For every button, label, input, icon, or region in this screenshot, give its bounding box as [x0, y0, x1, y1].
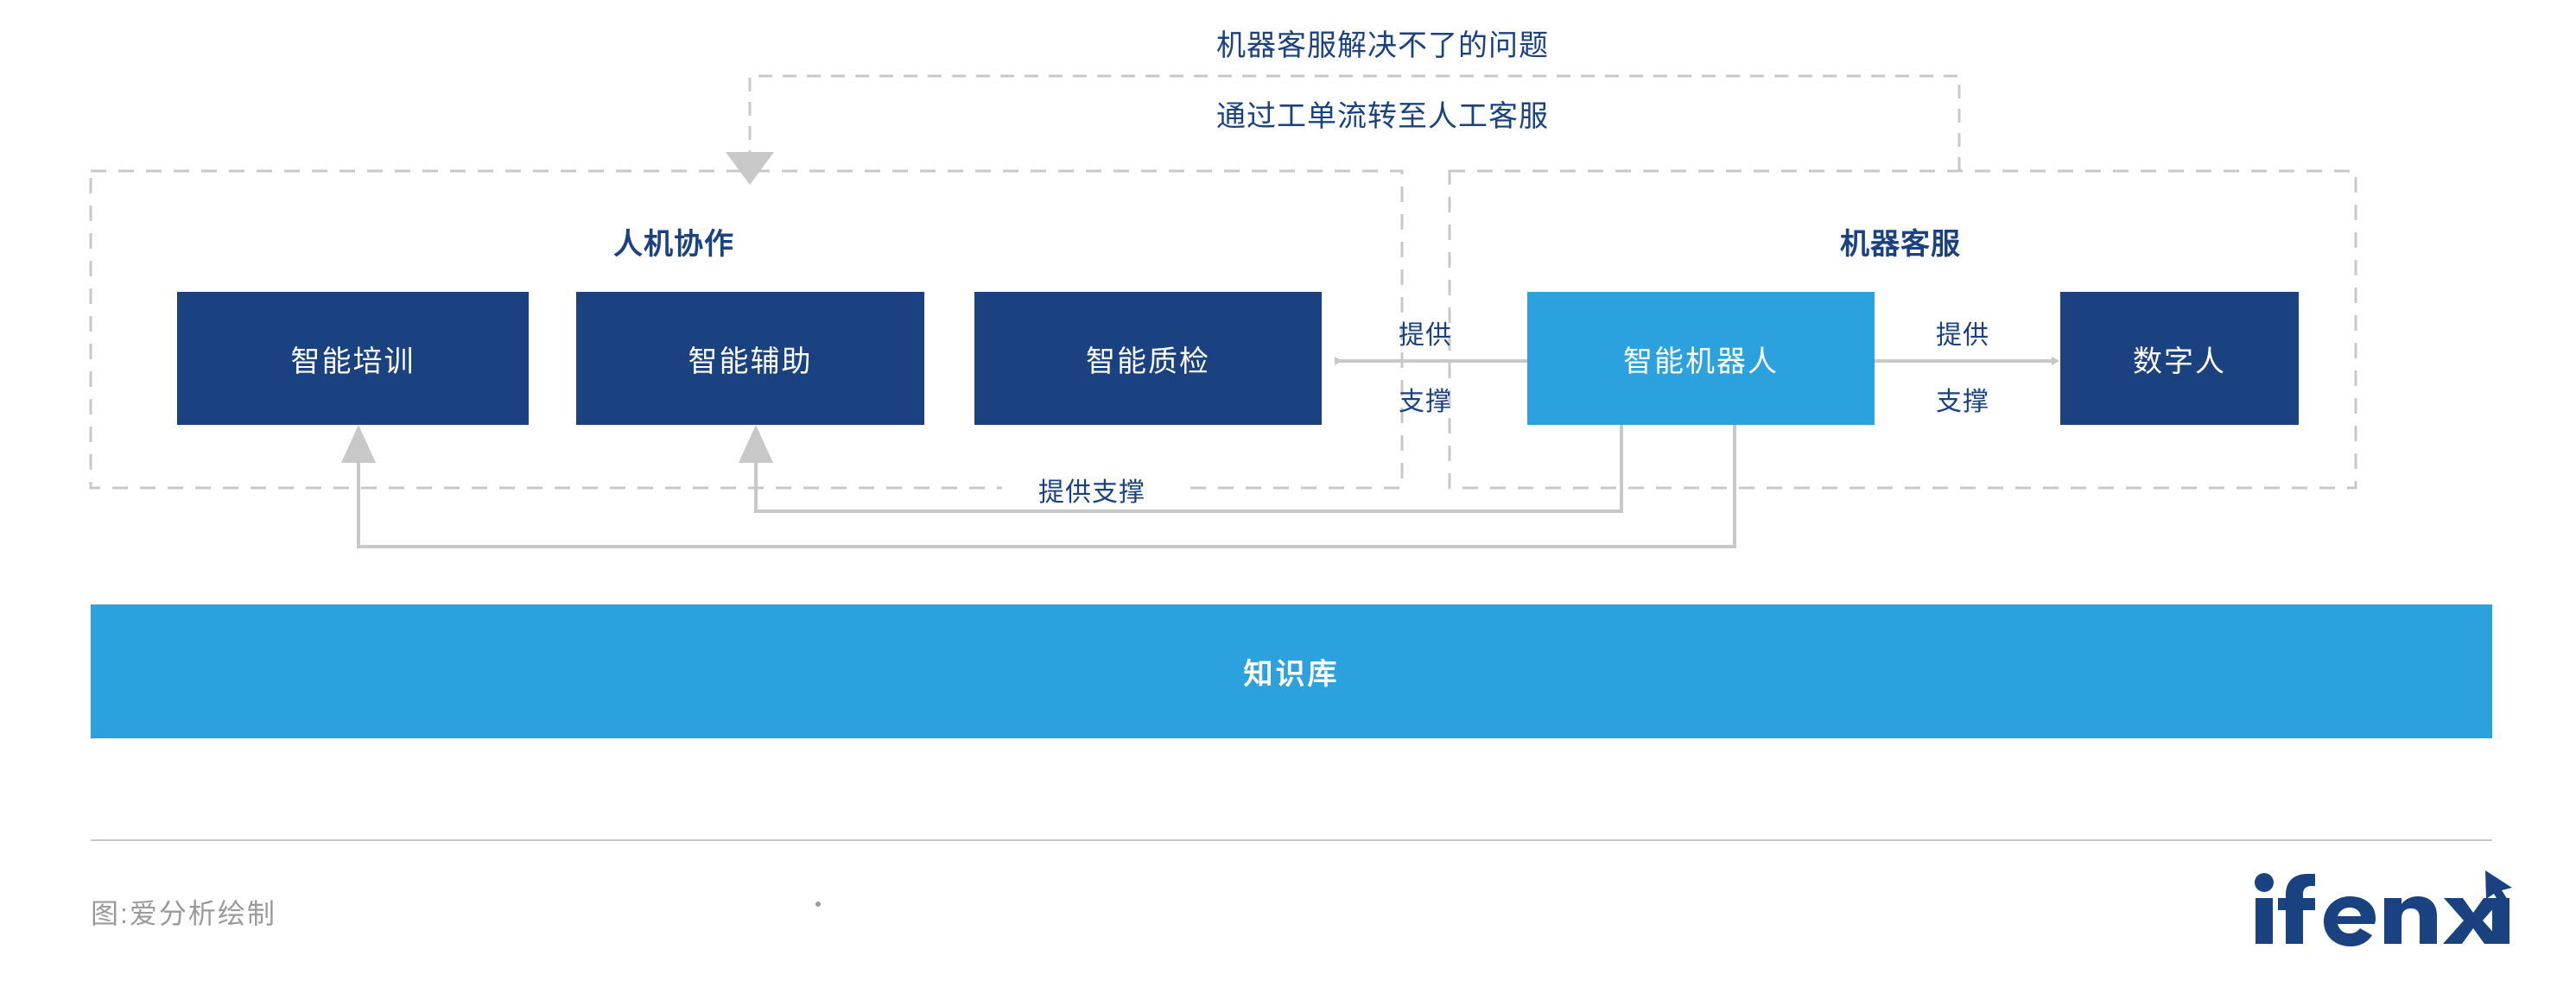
node-digital-human[interactable]: 数字人: [2060, 292, 2299, 425]
escalation-note-line-1: 机器客服解决不了的问题: [1216, 29, 1549, 62]
node-label: 智能培训: [290, 345, 416, 378]
ifenxi-logo: [2253, 870, 2512, 948]
knowledge-base-bar[interactable]: 知识库: [91, 604, 2492, 738]
node-label: 智能质检: [1086, 345, 1210, 378]
node-label: 数字人: [2133, 345, 2226, 378]
edge-label-left-support: 支撑: [1399, 388, 1452, 416]
knowledge-base-label: 知识库: [1243, 658, 1340, 691]
node-label: 智能机器人: [1623, 345, 1779, 378]
node-smart-assist[interactable]: 智能辅助: [576, 292, 924, 425]
edge-label-right-provide: 提供: [1936, 321, 1989, 350]
node-label: 智能辅助: [688, 345, 813, 378]
edge-label-right-support: 支撑: [1936, 388, 1989, 416]
node-smart-robot[interactable]: 智能机器人: [1527, 292, 1875, 425]
footer-center-dot: [815, 902, 821, 907]
ifenxi-logo-mark: [2255, 870, 2512, 946]
group-title-human-machine: 人机协作: [613, 228, 734, 261]
group-title-machine-service: 机器客服: [1840, 228, 1961, 261]
footer-credit: 图:爱分析绘制: [91, 898, 276, 929]
escalation-note-line-2: 通过工单流转至人工客服: [1216, 100, 1549, 133]
edge-label-bottom-support: 提供支撑: [1002, 471, 1182, 509]
edge-label-left-provide: 提供: [1399, 321, 1452, 350]
footer-divider: [91, 839, 2492, 841]
node-smart-training[interactable]: 智能培训: [177, 292, 529, 425]
node-smart-qc[interactable]: 智能质检: [974, 292, 1322, 425]
